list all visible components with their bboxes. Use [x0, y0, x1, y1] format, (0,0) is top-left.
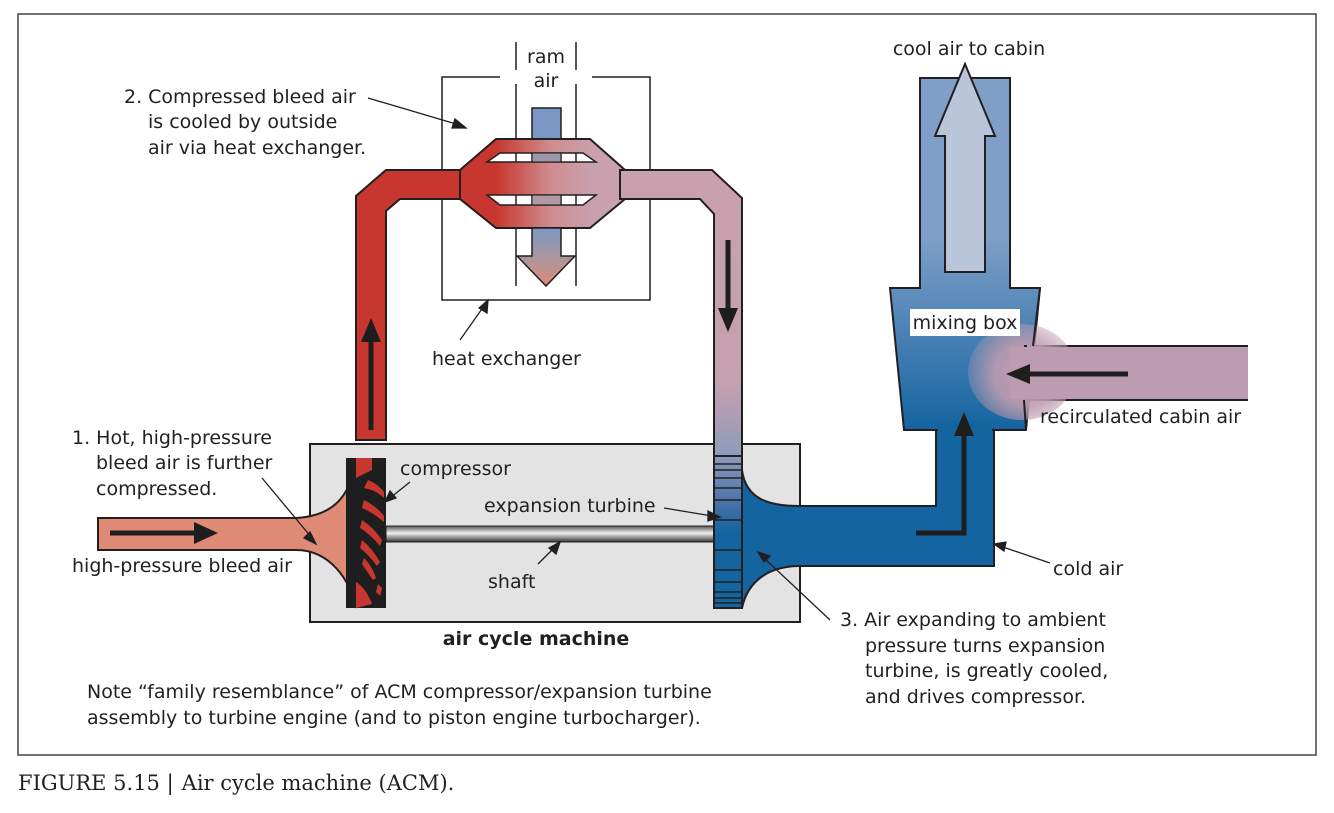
- expansion-turbine-wheel: [713, 455, 743, 609]
- compressor-blades: [356, 480, 384, 608]
- flow-arrows: [110, 240, 1128, 544]
- cold-air-flow-arrow-icon: [916, 412, 974, 536]
- figure-title: Air cycle machine (ACM).: [181, 771, 455, 795]
- compressor-wheel: [346, 458, 386, 608]
- figure-number: FIGURE 5.15 |: [18, 771, 174, 796]
- shaft-label: shaft: [488, 571, 535, 593]
- downflow-arrow-icon: [718, 240, 738, 332]
- ram-air-label-line2: air: [534, 70, 559, 92]
- recirc-flow-arrow-icon: [1006, 364, 1128, 384]
- svg-text:and drives compressor.: and drives compressor.: [865, 686, 1086, 708]
- expansion-turbine-label: expansion turbine: [484, 495, 656, 517]
- cold-air-label: cold air: [1053, 558, 1123, 580]
- cool-air-to-cabin-arrow: [933, 61, 997, 273]
- recirculated-cabin-air-label: recirculated cabin air: [1040, 406, 1241, 428]
- air-cycle-machine-label: air cycle machine: [443, 628, 630, 650]
- leader-lines: [261, 97, 1051, 621]
- shaft: [385, 525, 715, 543]
- mixing-box-label-bg: [910, 309, 1020, 336]
- svg-text:bleed air is further: bleed air is further: [96, 452, 273, 474]
- step-3-annotation: 3. Air expanding to ambient pressure tur…: [840, 609, 1108, 708]
- family-resemblance-note: Note “family resemblance” of ACM compres…: [87, 681, 712, 729]
- svg-text:compressed.: compressed.: [96, 478, 217, 500]
- figure-caption: FIGURE 5.15 | Air cycle machine (ACM).: [18, 771, 454, 796]
- riser-flow-arrow-icon: [361, 318, 381, 430]
- bleed-air-flow-arrow-icon: [110, 522, 218, 544]
- expansion-turbine-blades: [714, 463, 742, 604]
- mixing-box-label: mixing box: [913, 312, 1018, 334]
- svg-text:pressure turns expansion: pressure turns expansion: [865, 635, 1105, 657]
- svg-text:is cooled by outside: is cooled by outside: [148, 111, 337, 133]
- compressor-label: compressor: [400, 458, 511, 480]
- svg-text:Note “family resemblance” of A: Note “family resemblance” of ACM compres…: [87, 681, 712, 703]
- high-pressure-bleed-air-label: high-pressure bleed air: [72, 555, 292, 577]
- svg-text:1. Hot, high-pressure: 1. Hot, high-pressure: [72, 427, 272, 449]
- step-1-annotation: 1. Hot, high-pressure bleed air is furth…: [72, 427, 273, 500]
- step-2-annotation: 2. Compressed bleed air is cooled by out…: [124, 86, 366, 159]
- cool-air-to-cabin-label: cool air to cabin: [893, 38, 1045, 60]
- svg-text:3. Air expanding to ambient: 3. Air expanding to ambient: [840, 609, 1106, 631]
- svg-text:air via heat exchanger.: air via heat exchanger.: [148, 137, 366, 159]
- svg-text:assembly to turbine engine (an: assembly to turbine engine (and to pisto…: [87, 707, 701, 729]
- svg-text:2. Compressed bleed air: 2. Compressed bleed air: [124, 86, 356, 108]
- svg-text:turbine, is greatly cooled,: turbine, is greatly cooled,: [865, 660, 1108, 682]
- ram-air-label-line1: ram: [527, 46, 565, 68]
- ram-air-exhaust-arrow: [515, 227, 577, 288]
- heat-exchanger-label: heat exchanger: [432, 348, 581, 370]
